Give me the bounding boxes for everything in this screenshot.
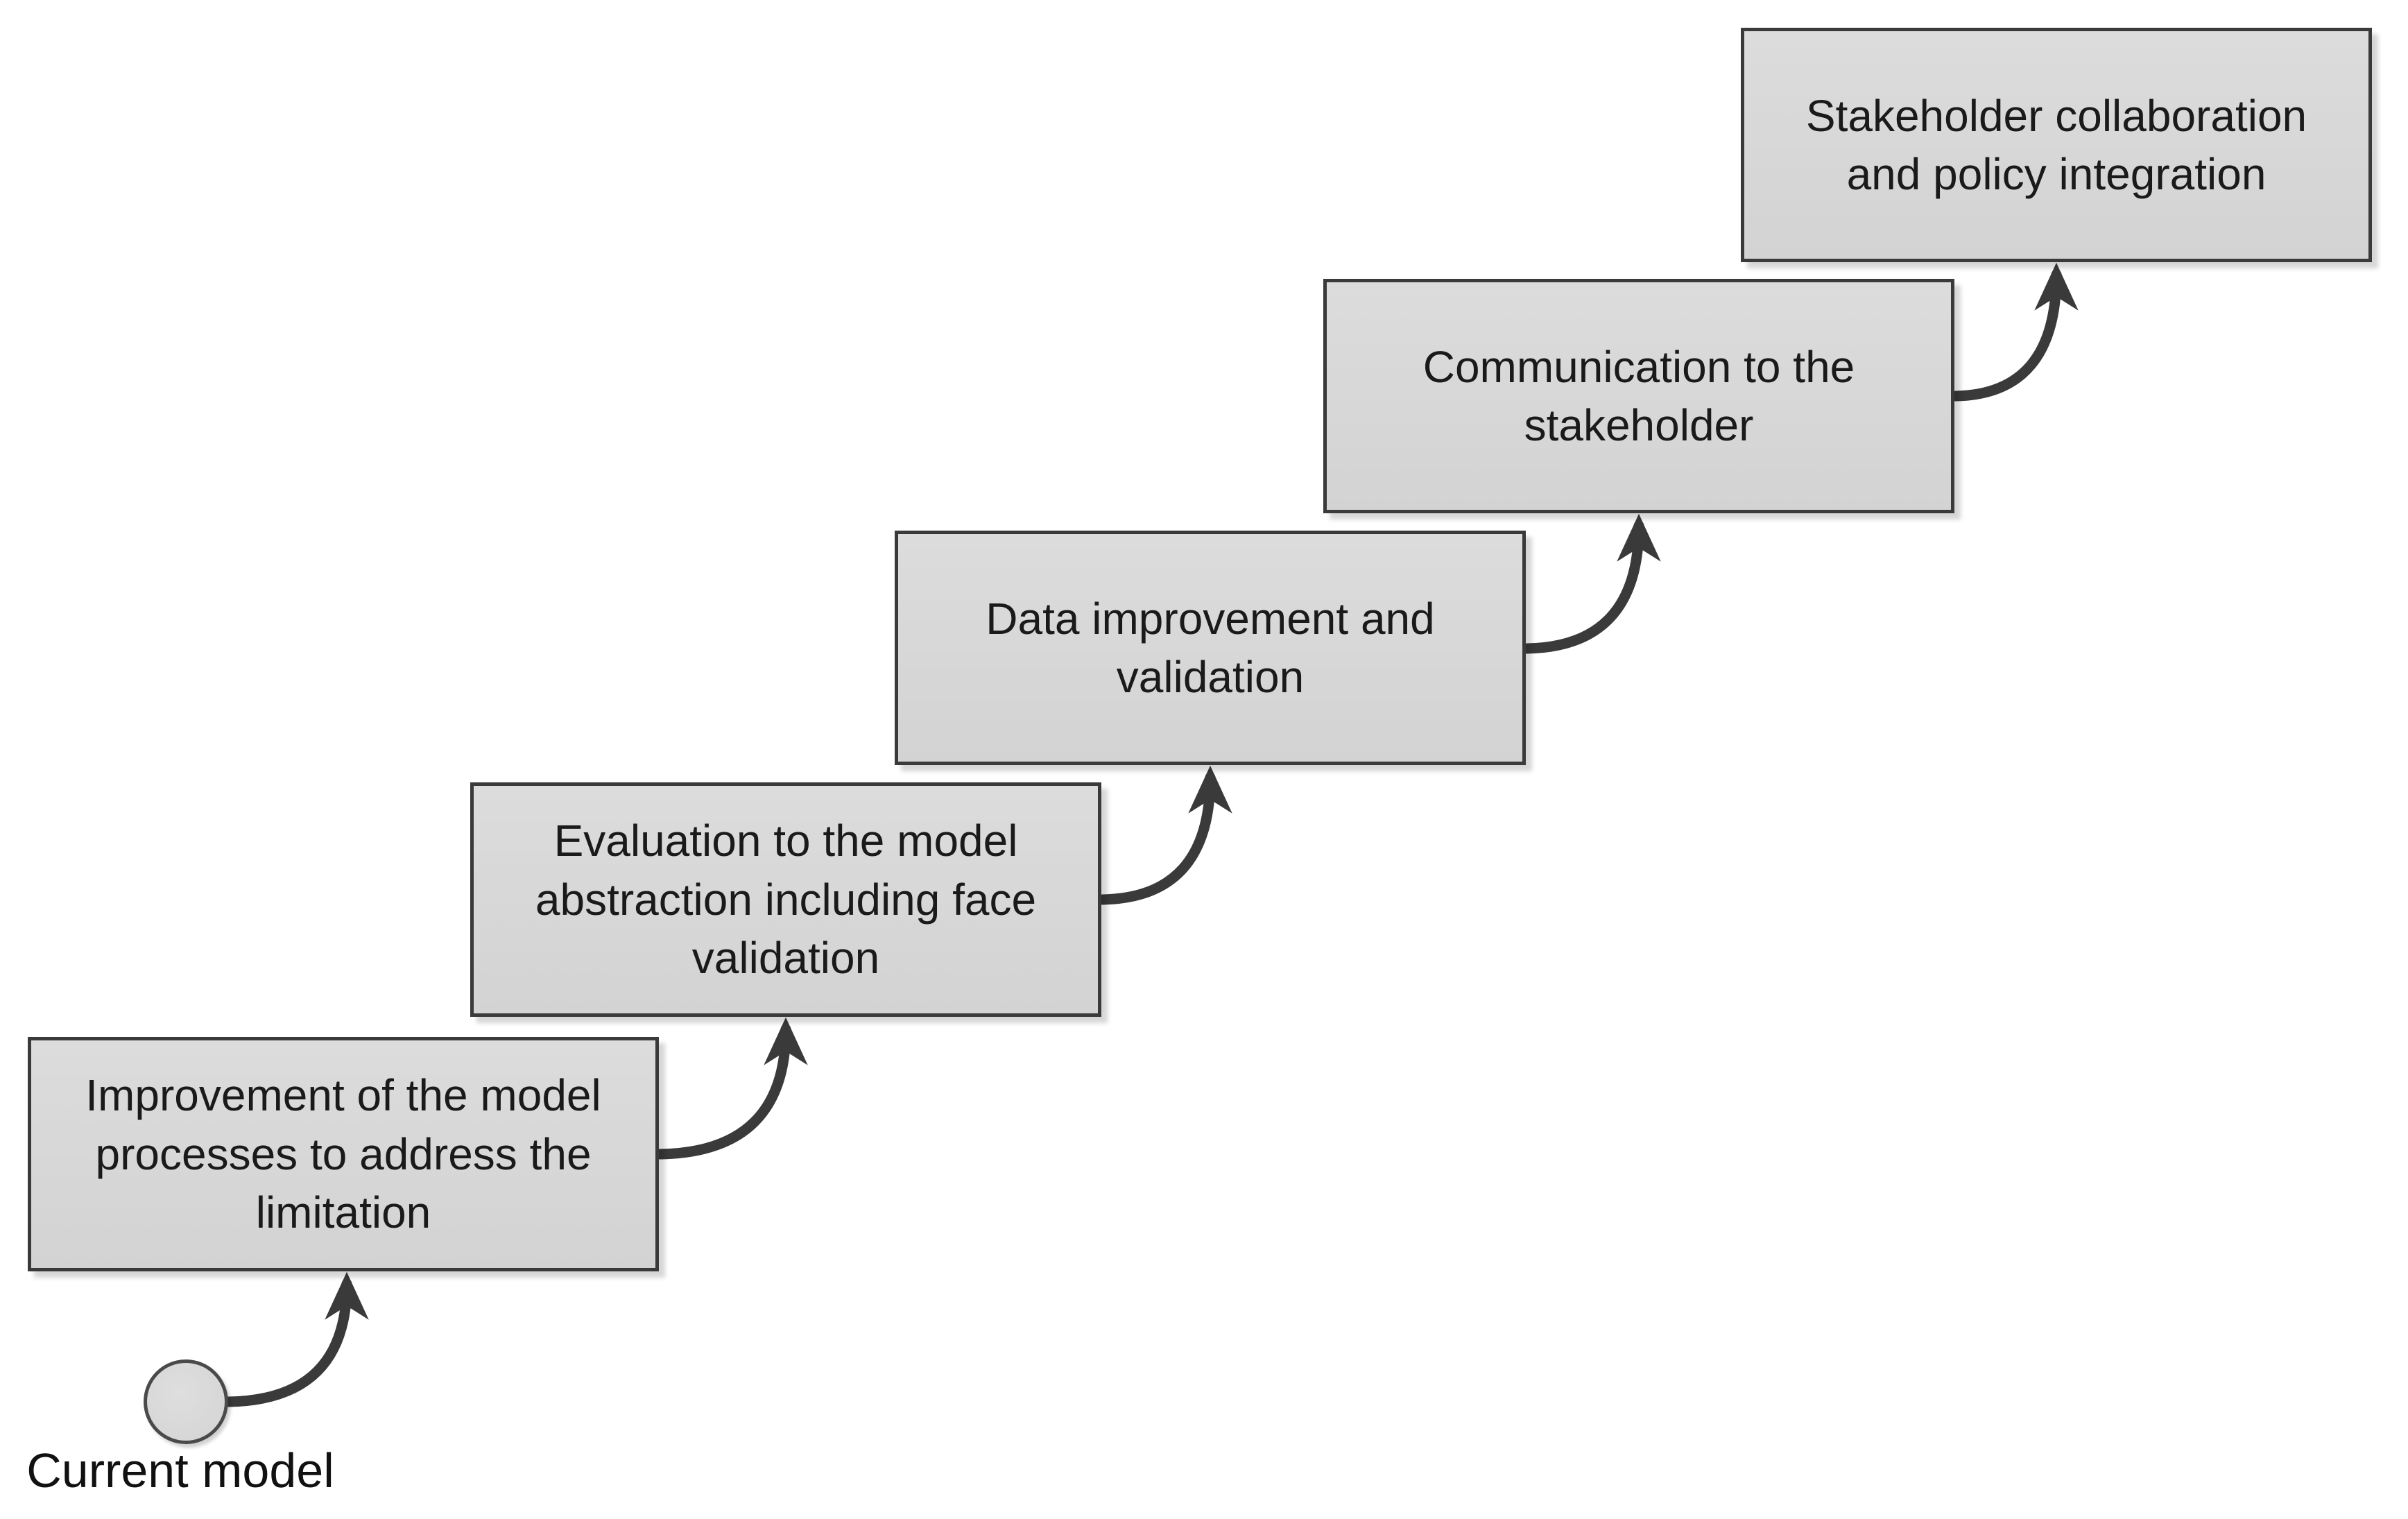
arrow-step3-to-step4 (1522, 513, 1661, 654)
arrow-step1-to-step2 (655, 1017, 808, 1160)
step-box-communication-label: Communication to the stakeholder (1422, 341, 1855, 450)
step-box-stakeholder-collaboration-label: Stakeholder collaboration and policy int… (1805, 90, 2307, 199)
step-box-data-improvement: Data improvement and validation (895, 531, 1526, 765)
step-box-improvement-label: Improvement of the model processes to ad… (85, 1070, 601, 1238)
start-node-circle (144, 1359, 228, 1444)
step-box-evaluation: Evaluation to the model abstraction incl… (470, 782, 1101, 1017)
step-box-communication: Communication to the stakeholder (1323, 279, 1954, 513)
start-node-label: Current model (26, 1443, 334, 1497)
step-box-improvement: Improvement of the model processes to ad… (28, 1037, 659, 1271)
arrow-step2-to-step3 (1097, 765, 1232, 905)
arrow-start-to-step1 (223, 1271, 369, 1407)
arrow-step4-to-step5 (1950, 262, 2079, 402)
step-box-evaluation-label: Evaluation to the model abstraction incl… (535, 816, 1037, 984)
step-box-stakeholder-collaboration: Stakeholder collaboration and policy int… (1741, 28, 2372, 262)
step-box-data-improvement-label: Data improvement and validation (986, 593, 1435, 702)
